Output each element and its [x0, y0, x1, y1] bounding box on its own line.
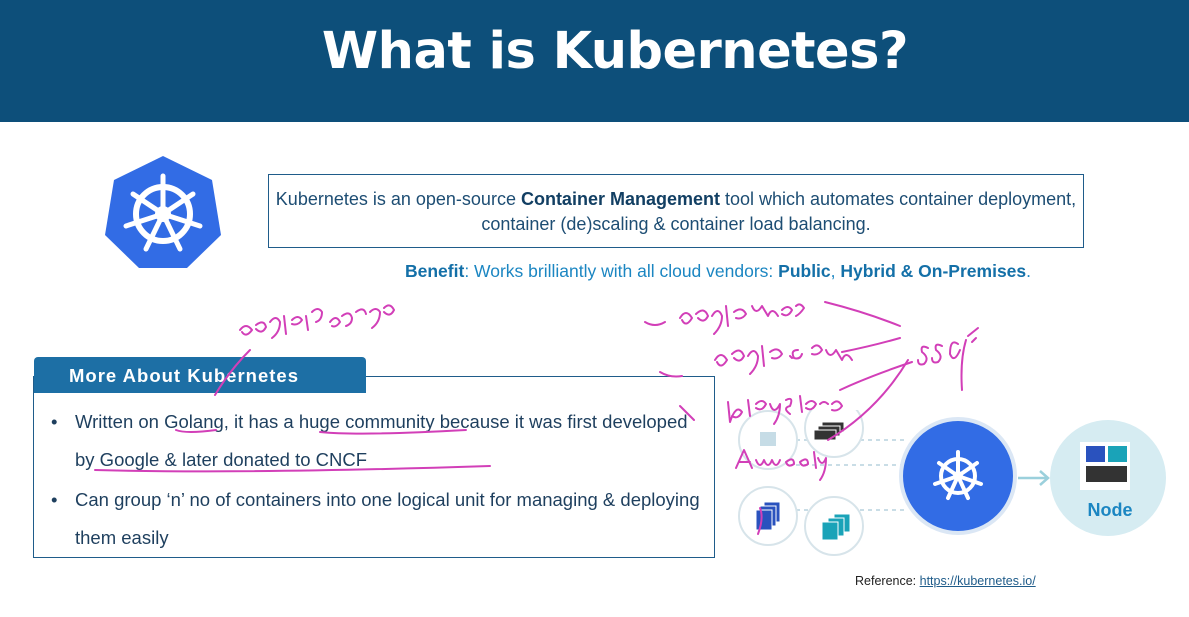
definition-text-pre: Kubernetes is an open-source	[275, 189, 521, 209]
bullet-text: Can group ‘n’ no of containers into one …	[75, 489, 700, 548]
container-icon	[760, 432, 776, 446]
ink-sso	[917, 339, 967, 391]
bullet-text: Written on Golang, it has a huge communi…	[75, 411, 688, 470]
list-item: • Can group ‘n’ no of containers into one…	[51, 481, 705, 557]
ink-google-language	[239, 304, 395, 339]
definition-text-post: tool which automates container deploymen…	[481, 189, 1077, 234]
node-label: Node	[1088, 500, 1133, 520]
reference-label: Reference:	[855, 574, 920, 588]
bullet-dot: •	[51, 411, 58, 432]
ink-google-maps	[644, 303, 805, 335]
ink-google-com	[714, 344, 853, 375]
benefit-sep: ,	[830, 261, 841, 281]
benefit-hybrid: Hybrid & On-Premises	[840, 261, 1027, 281]
title-banner: What is Kubernetes?	[0, 0, 1189, 122]
benefit-line: Benefit: Works brilliantly with all clou…	[405, 261, 1031, 282]
reference-link[interactable]: https://kubernetes.io/	[919, 574, 1036, 588]
definition-strong: Container Management	[520, 189, 720, 209]
cluster-diagram: Node	[738, 410, 1166, 556]
container-stack-icon	[821, 513, 851, 541]
benefit-text: : Works brilliantly with all cloud vendo…	[464, 261, 779, 281]
reference: Reference: https://kubernetes.io/	[855, 574, 1036, 588]
kubernetes-logo-icon	[105, 156, 221, 268]
more-about-box	[33, 376, 715, 558]
benefit-end: .	[1026, 261, 1032, 281]
benefit-label: Benefit	[405, 261, 465, 281]
page-title: What is Kubernetes?	[321, 22, 909, 81]
bullet-dot: •	[51, 489, 58, 510]
list-item: • Written on Golang, it has a huge commun…	[51, 403, 695, 479]
benefit-public: Public	[778, 261, 831, 281]
definition-box: Kubernetes is an open-source Container M…	[268, 174, 1084, 248]
container-stack-icon	[755, 501, 781, 531]
more-about-title: More About Kubernetes	[34, 357, 366, 393]
